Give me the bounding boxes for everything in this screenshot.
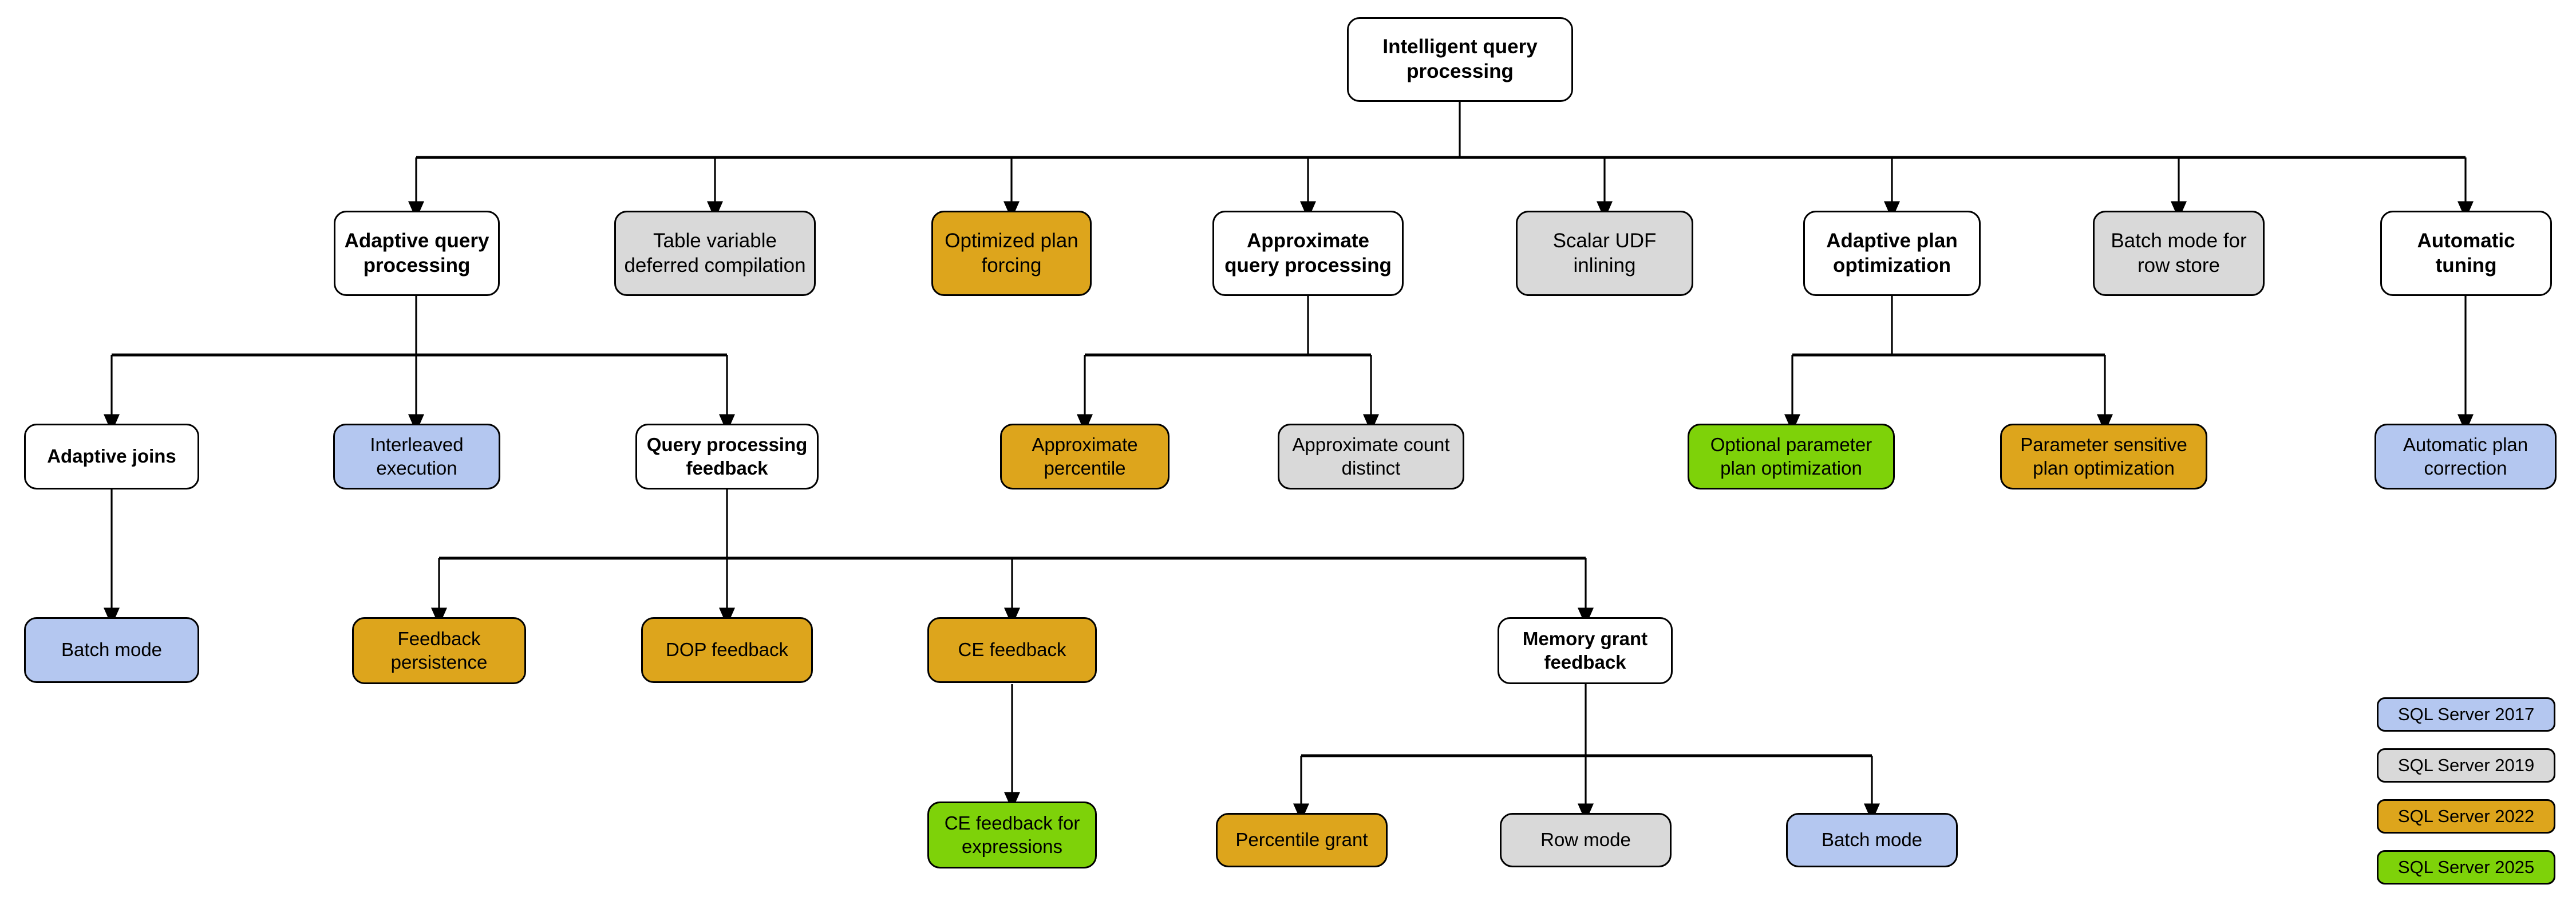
node-label: CE feedback — [958, 639, 1066, 661]
node-label: Optional parameter plan optimization — [1710, 434, 1872, 479]
node-intelligent-query-processing[interactable]: Intelligent query processing — [1347, 17, 1573, 102]
node-label: Adaptive plan optimization — [1826, 229, 1958, 277]
node-label: DOP feedback — [665, 639, 789, 661]
node-optional-parameter-plan-optimization[interactable]: Optional parameter plan optimization — [1688, 424, 1895, 489]
node-label: Automatic plan correction — [2403, 434, 2528, 479]
node-memory-grant-feedback[interactable]: Memory grant feedback — [1498, 617, 1673, 684]
legend-item-sql-server-2025: SQL Server 2025 — [2377, 850, 2555, 885]
node-ce-feedback-for-expressions[interactable]: CE feedback for expressions — [927, 802, 1097, 868]
node-label: Row mode — [1540, 829, 1631, 851]
node-label: Optimized plan forcing — [945, 229, 1078, 277]
node-parameter-sensitive-plan-optimization[interactable]: Parameter sensitive plan optimization — [2000, 424, 2207, 489]
node-label: Parameter sensitive plan optimization — [2020, 434, 2187, 479]
node-batch-mode-for-row-store[interactable]: Batch mode for row store — [2093, 211, 2265, 296]
node-label: Batch mode — [61, 639, 163, 661]
node-ce-feedback[interactable]: CE feedback — [927, 617, 1097, 683]
node-optimized-plan-forcing[interactable]: Optimized plan forcing — [931, 211, 1092, 296]
legend-label: SQL Server 2022 — [2397, 806, 2535, 826]
node-label: Scalar UDF inlining — [1552, 229, 1657, 277]
node-interleaved-execution[interactable]: Interleaved execution — [333, 424, 500, 489]
node-scalar-udf-inlining[interactable]: Scalar UDF inlining — [1516, 211, 1693, 296]
node-label: Batch mode for row store — [2111, 229, 2247, 277]
legend-item-sql-server-2017: SQL Server 2017 — [2377, 697, 2555, 732]
node-label: Feedback persistence — [390, 628, 488, 673]
legend-item-sql-server-2022: SQL Server 2022 — [2377, 799, 2555, 834]
node-memory-grant-batch-mode[interactable]: Batch mode — [1786, 813, 1958, 867]
legend-item-sql-server-2019: SQL Server 2019 — [2377, 748, 2555, 783]
node-label: Query processing feedback — [646, 434, 808, 479]
node-label: Adaptive joins — [47, 445, 176, 467]
node-label: Percentile grant — [1235, 829, 1368, 851]
node-label: Memory grant feedback — [1522, 628, 1648, 673]
node-feedback-persistence[interactable]: Feedback persistence — [352, 617, 526, 684]
node-label: Approximate query processing — [1224, 229, 1392, 277]
node-label: Batch mode — [1821, 829, 1923, 851]
node-label: Adaptive query processing — [344, 229, 489, 277]
legend-label: SQL Server 2019 — [2397, 755, 2535, 775]
node-label: Interleaved execution — [370, 434, 464, 479]
legend-label: SQL Server 2025 — [2397, 857, 2535, 877]
node-adaptive-query-processing[interactable]: Adaptive query processing — [334, 211, 500, 296]
node-label: Approximate count distinct — [1292, 434, 1450, 479]
node-query-processing-feedback[interactable]: Query processing feedback — [635, 424, 819, 489]
node-approximate-count-distinct[interactable]: Approximate count distinct — [1278, 424, 1464, 489]
node-dop-feedback[interactable]: DOP feedback — [641, 617, 813, 683]
node-automatic-tuning[interactable]: Automatic tuning — [2380, 211, 2552, 296]
node-approximate-percentile[interactable]: Approximate percentile — [1000, 424, 1170, 489]
node-adaptive-joins-batch-mode[interactable]: Batch mode — [24, 617, 199, 683]
node-adaptive-plan-optimization[interactable]: Adaptive plan optimization — [1803, 211, 1981, 296]
node-percentile-grant[interactable]: Percentile grant — [1216, 813, 1388, 867]
node-approximate-query-processing[interactable]: Approximate query processing — [1212, 211, 1404, 296]
node-adaptive-joins[interactable]: Adaptive joins — [24, 424, 199, 489]
node-automatic-plan-correction[interactable]: Automatic plan correction — [2374, 424, 2557, 489]
node-memory-grant-row-mode[interactable]: Row mode — [1500, 813, 1672, 867]
node-label: Table variable deferred compilation — [624, 229, 806, 277]
node-table-variable-deferred-compilation[interactable]: Table variable deferred compilation — [614, 211, 816, 296]
node-label: Approximate percentile — [1032, 434, 1138, 479]
node-label: Intelligent query processing — [1382, 35, 1538, 82]
legend-label: SQL Server 2017 — [2397, 704, 2535, 724]
node-label: CE feedback for expressions — [944, 812, 1080, 857]
node-label: Automatic tuning — [2417, 229, 2515, 277]
